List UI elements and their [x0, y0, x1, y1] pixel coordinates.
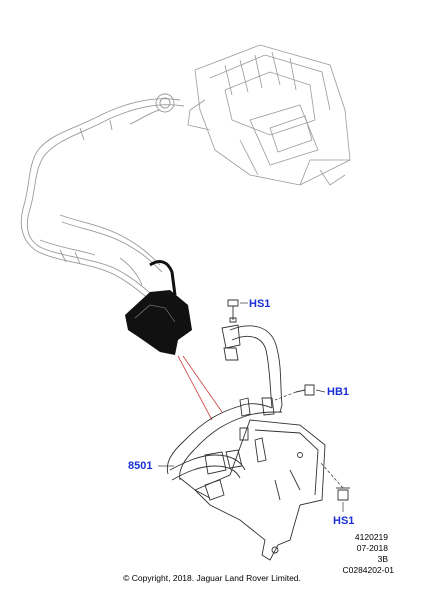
- upper-hose: [229, 325, 283, 413]
- bracket-plate: [194, 419, 326, 561]
- illustration-revision: 3B: [377, 554, 388, 564]
- main-assembly: [166, 324, 326, 561]
- copyright-notice: © Copyright, 2018. Jaguar Land Rover Lim…: [123, 573, 301, 583]
- callout-leaders: [158, 302, 344, 512]
- bolt-hb1-icon: [295, 384, 315, 396]
- bolt-hs1-bottom-icon: [336, 487, 350, 501]
- callout-8501[interactable]: 8501: [128, 460, 153, 472]
- illustration-date: 07-2018: [356, 543, 388, 553]
- bolt-hs1-top-icon: [227, 299, 239, 323]
- callout-hs1-top[interactable]: HS1: [249, 298, 271, 310]
- hose-elbow: [166, 403, 273, 475]
- ghost-hoses: [20, 93, 185, 301]
- illustration-number: 4120219: [354, 532, 388, 542]
- callout-hs1-bottom[interactable]: HS1: [333, 515, 355, 527]
- illustration-code: C0284202-01: [342, 565, 394, 575]
- hvac-module: [187, 44, 351, 186]
- callout-hb1[interactable]: HB1: [327, 386, 350, 398]
- detail-leader-lines: [177, 355, 223, 421]
- fasteners: [227, 299, 350, 501]
- lower-hose: [169, 454, 246, 471]
- highlighted-assembly-reference: [125, 260, 192, 355]
